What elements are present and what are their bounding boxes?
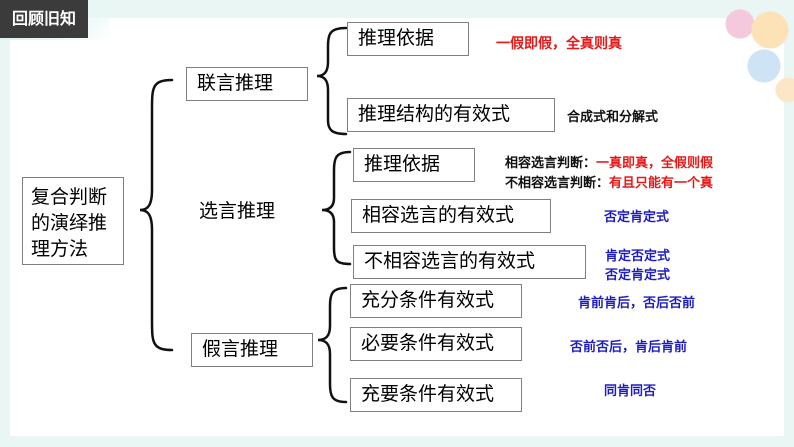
- item-3-2-box: 必要条件有效式: [350, 327, 522, 361]
- item-3-2-note: 否前否后，肯后肯前: [570, 336, 687, 355]
- item-3-1-note: 肯前肯后，否后否前: [578, 292, 695, 311]
- item-1-2-box: 推理结构的有效式: [347, 98, 555, 132]
- branch-2-bracket: [322, 152, 350, 264]
- item-3-1-label: 充分条件有效式: [361, 289, 494, 311]
- item-2-3-label: 不相容选言的有效式: [364, 250, 535, 272]
- item-2-3-note-line-2: 否定肯定式: [605, 264, 670, 283]
- root-bracket: [140, 80, 172, 350]
- root-box: 复合判断的演绎推理方法: [22, 177, 124, 265]
- item-3-3-box: 充要条件有效式: [350, 378, 522, 412]
- item-2-2-note: 否定肯定式: [604, 206, 669, 225]
- item-3-2-label: 必要条件有效式: [361, 332, 494, 354]
- branch-3-label: 假言推理: [202, 338, 278, 360]
- branch-1-box: 联言推理: [186, 67, 308, 101]
- item-1-2-label: 推理结构的有效式: [358, 103, 510, 125]
- root-label: 复合判断的演绎推理方法: [31, 186, 107, 260]
- item-2-2-label: 相容选言的有效式: [362, 204, 514, 226]
- item-2-3-note-line-1: 肯定否定式: [605, 245, 670, 264]
- item-1-1-box: 推理依据: [347, 22, 469, 56]
- branch-2-box: 选言推理: [188, 195, 310, 229]
- branch-1-bracket: [317, 28, 346, 134]
- item-1-2-note: 合成式和分解式: [567, 106, 658, 125]
- item-3-1-box: 充分条件有效式: [350, 284, 522, 318]
- item-2-1-note-line-2: 不相容选言判断：有且只能有一个真: [505, 172, 713, 191]
- item-2-3-box: 不相容选言的有效式: [353, 245, 586, 279]
- item-3-3-note: 同肯同否: [604, 380, 656, 399]
- branch-2-label: 选言推理: [199, 200, 275, 222]
- item-2-1-note-2-rest: 有且只能有一个真: [609, 176, 713, 191]
- item-2-1-note-2-prefix: 不相容选言判断：: [505, 176, 609, 191]
- item-2-1-label: 推理依据: [364, 153, 440, 175]
- item-2-1-box: 推理依据: [353, 148, 475, 182]
- branch-3-bracket: [318, 288, 346, 402]
- item-1-1-label: 推理依据: [358, 27, 434, 49]
- item-2-1-note-1-prefix: 相容选言判断：: [505, 156, 596, 171]
- branch-1-label: 联言推理: [197, 72, 273, 94]
- item-1-1-note: 一假即假，全真则真: [496, 33, 622, 53]
- item-2-2-box: 相容选言的有效式: [351, 199, 551, 233]
- branch-3-box: 假言推理: [191, 333, 313, 367]
- item-3-3-label: 充要条件有效式: [361, 383, 494, 405]
- item-2-1-note-1-rest: 一真即真，全假则假: [596, 156, 713, 171]
- item-2-1-note-line-1: 相容选言判断：一真即真，全假则假: [505, 152, 713, 171]
